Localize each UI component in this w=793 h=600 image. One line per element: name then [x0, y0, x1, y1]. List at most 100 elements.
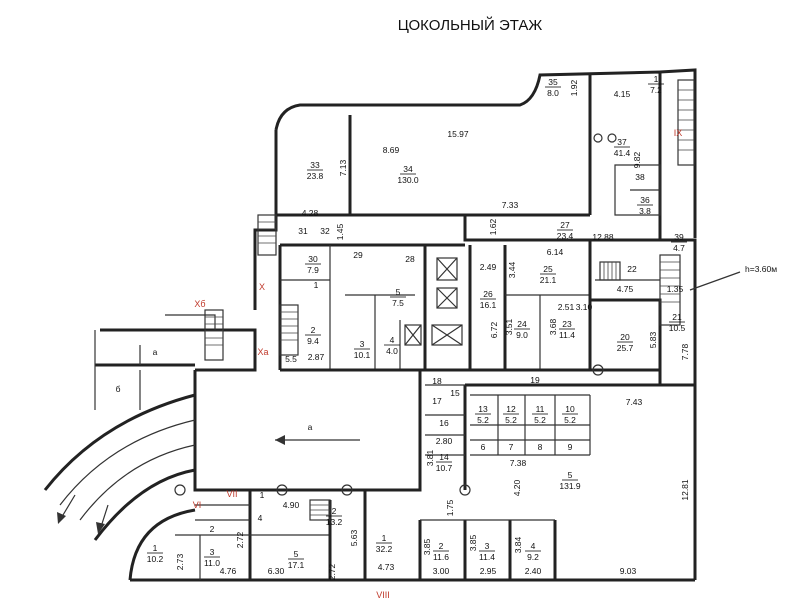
dimension-label: 4.28	[302, 208, 319, 218]
dimension-label: 2.49	[480, 262, 497, 272]
room-number: 35	[548, 77, 558, 87]
walls	[43, 68, 697, 582]
dimension-label: 3.44	[507, 261, 517, 278]
room-number: 36	[640, 195, 650, 205]
room-area: 9.4	[307, 336, 319, 346]
axis-mark: VI	[193, 500, 202, 510]
dimension-label: 9.82	[632, 151, 642, 168]
dimension-label: 1.75	[445, 499, 455, 516]
dimension-label: 4.75	[617, 284, 634, 294]
dimension-label: 12.81	[680, 479, 690, 501]
room-number: 3	[360, 339, 365, 349]
room-number: 16	[439, 418, 449, 428]
room-number: 5	[568, 470, 573, 480]
dimension-label: 2.73	[175, 553, 185, 570]
dimension-label: 6.14	[547, 247, 564, 257]
dimension-label: 3.00	[433, 566, 450, 576]
room-area: 3.8	[639, 206, 651, 216]
dimension-label: 2.95	[480, 566, 497, 576]
room-number: 5	[294, 549, 299, 559]
dimension-label: 2.40	[525, 566, 542, 576]
columns	[174, 133, 617, 496]
room-number: 1	[382, 533, 387, 543]
dimension-label: 4.15	[614, 89, 631, 99]
room-number: 3	[485, 541, 490, 551]
room-number: 4	[258, 513, 263, 523]
room-number: 1	[314, 280, 319, 290]
dimension-label: 8.69	[383, 145, 400, 155]
dimension-label: 9.03	[620, 566, 637, 576]
room-area: 131.9	[559, 481, 581, 491]
room-area: 11.4	[559, 330, 575, 340]
room-number: 5	[396, 287, 401, 297]
axis-mark: VIII	[376, 590, 390, 600]
room-area: 13.2	[326, 517, 343, 527]
room-area: 23.8	[307, 171, 324, 181]
arrows	[57, 271, 741, 534]
room-area: 10.2	[147, 554, 164, 564]
room-area: 10.1	[354, 350, 371, 360]
letter-a-wing: а	[153, 347, 158, 357]
room-number: 18	[432, 376, 442, 386]
room-number: 31	[298, 226, 308, 236]
dimension-label: 4.90	[283, 500, 300, 510]
room-number: 23	[562, 319, 572, 329]
stairs	[204, 79, 695, 521]
axis-mark: Х	[259, 282, 265, 292]
room-number: 11	[536, 404, 545, 414]
room-number: 25	[543, 264, 553, 274]
dimension-label: 6.72	[489, 321, 499, 338]
room-number: 4	[390, 335, 395, 345]
axis-mark: Хб	[194, 299, 205, 309]
room-number: 28	[405, 254, 415, 264]
letter-a-lobby: а	[308, 422, 313, 432]
room-number: 2	[332, 506, 337, 516]
room-number: 22	[627, 264, 637, 274]
room-number: 21	[672, 312, 682, 322]
room-number: 39	[674, 232, 684, 242]
room-number: 24	[517, 319, 527, 329]
room-number: 6	[481, 442, 486, 452]
room-number: 2	[311, 325, 316, 335]
room-number: 27	[560, 220, 570, 230]
letter-b-wing: б	[116, 384, 121, 394]
room-number: 32	[320, 226, 330, 236]
dimension-label: 5.83	[648, 331, 658, 348]
room-area: 5.2	[534, 415, 546, 425]
dimension-label: 6.30	[268, 566, 285, 576]
dimension-label: 4.73	[378, 562, 395, 572]
dimension-label: 3.68	[548, 318, 558, 335]
room-area: 4.7	[673, 243, 685, 253]
dimension-label: 7.13	[338, 159, 348, 176]
dimension-label: 3.10	[576, 302, 593, 312]
room-number: 20	[620, 332, 630, 342]
axis-mark: VII	[226, 489, 237, 499]
room-area: 5.2	[564, 415, 576, 425]
room-area: 11.4	[479, 552, 495, 562]
room-number: 13	[478, 404, 488, 414]
dimension-label: 1.45	[335, 223, 345, 240]
room-area: 32.2	[376, 544, 393, 554]
dimension-label: 5.63	[349, 529, 359, 546]
room-number: 34	[403, 164, 413, 174]
room-number: 9	[568, 442, 573, 452]
room-area: 41.4	[614, 148, 631, 158]
dimension-label: 7.43	[626, 397, 643, 407]
room-area: 17.1	[288, 560, 305, 570]
dimension-label: 1.62	[488, 218, 498, 235]
room-area: 5.2	[505, 415, 517, 425]
room-area: 23.4	[557, 231, 574, 241]
dimension-label: 2.72	[235, 531, 245, 548]
room-area: 10.5	[669, 323, 686, 333]
dimension-label: 4.20	[512, 479, 522, 496]
room-area: 130.0	[397, 175, 419, 185]
dimension-label: 3.85	[422, 538, 432, 555]
room-number: 19	[530, 375, 540, 385]
room-number: 5.5	[285, 354, 297, 364]
room-area: 7.5	[392, 298, 404, 308]
room-area: 25.7	[617, 343, 634, 353]
room-number: 2	[210, 524, 215, 534]
room-number: 14	[439, 452, 449, 462]
